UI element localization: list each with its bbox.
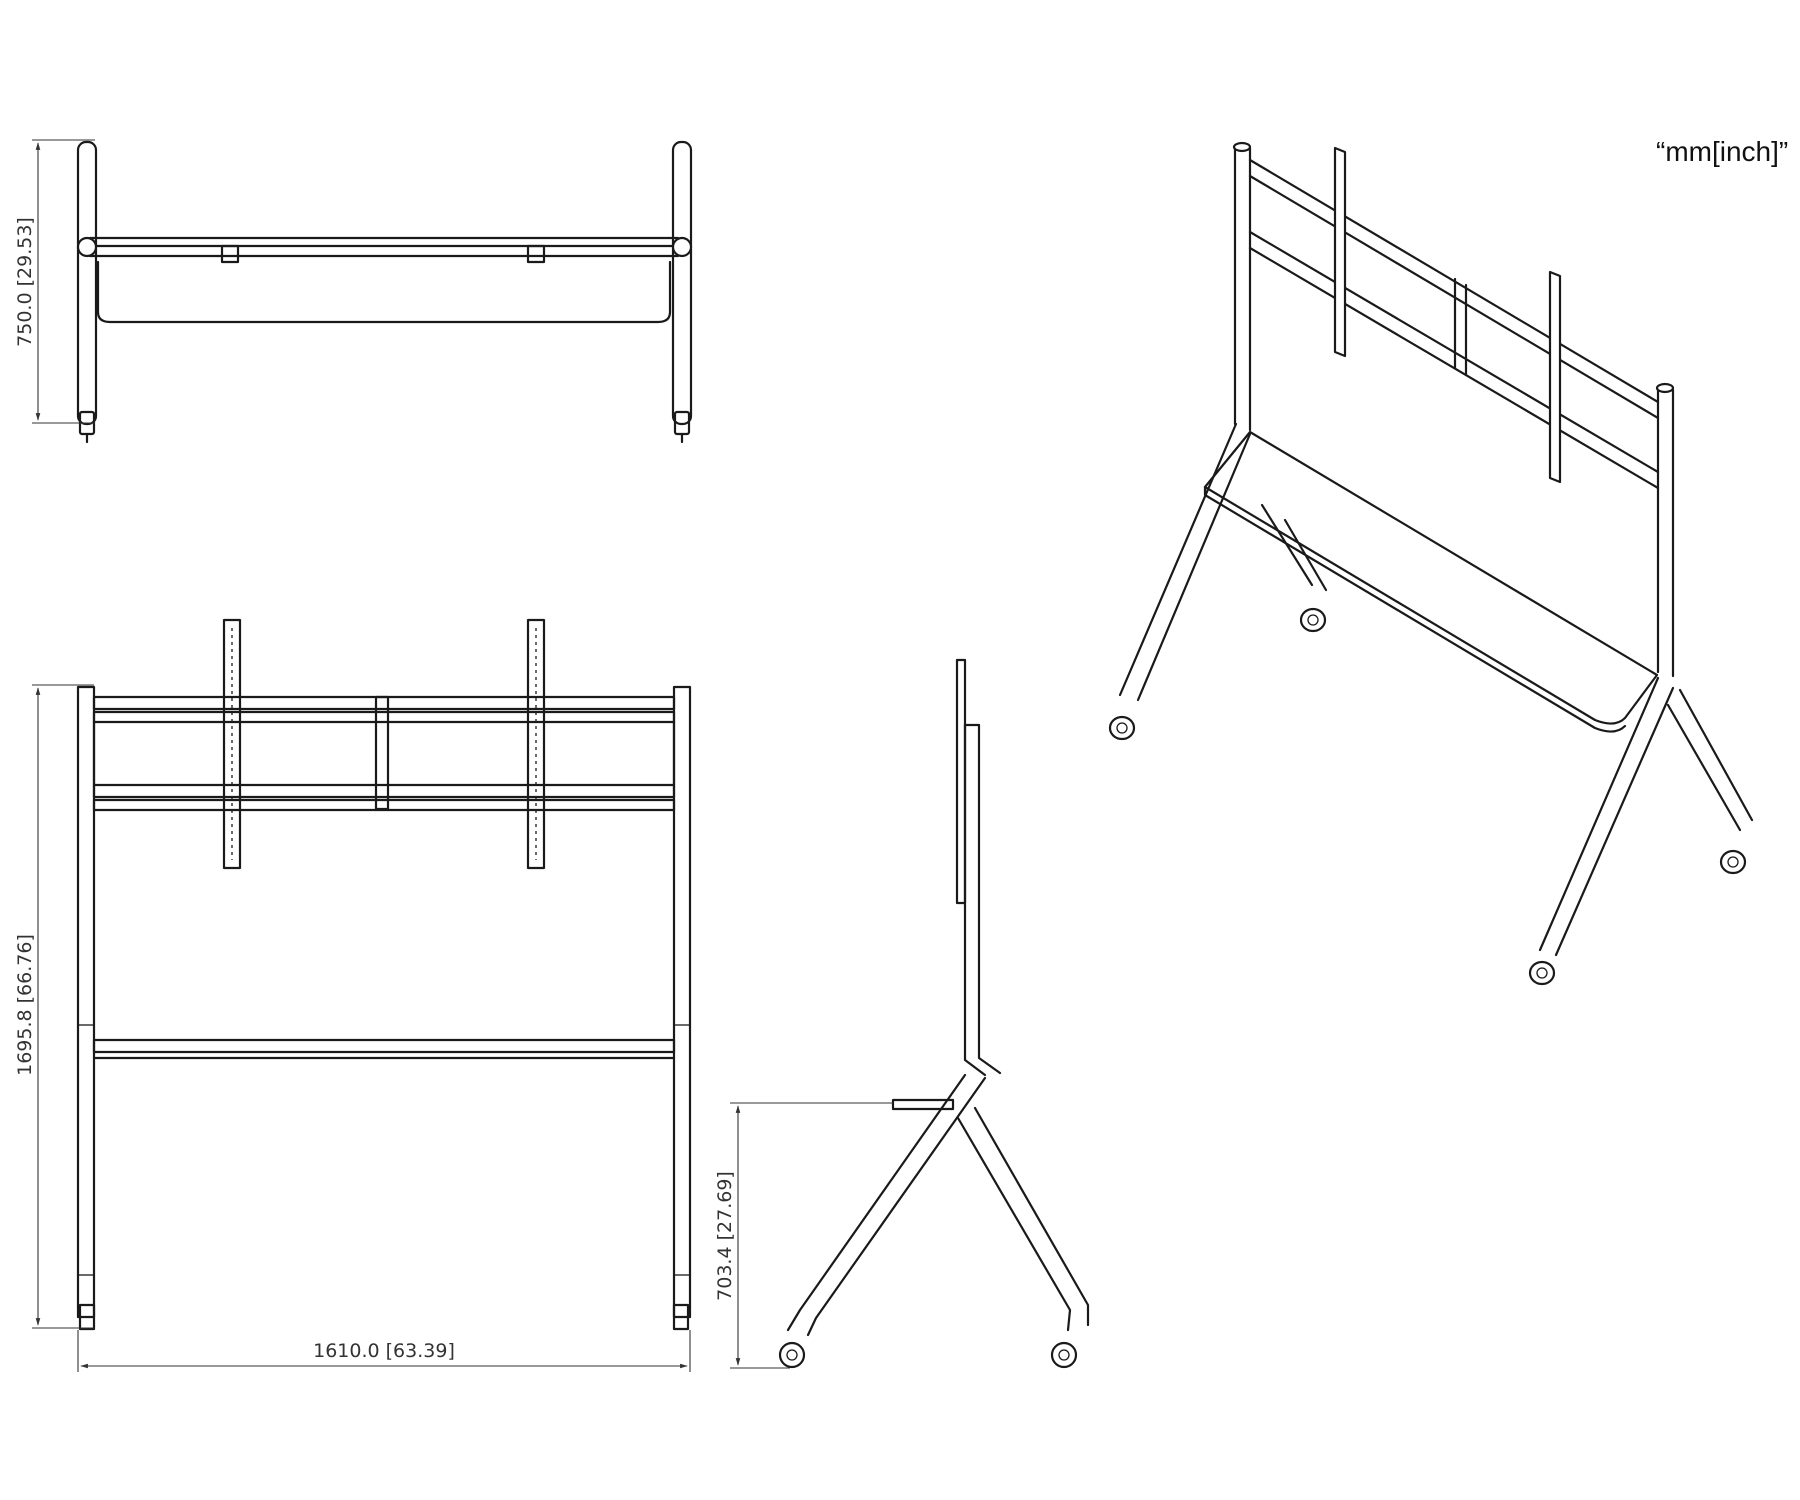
top-view: 750.0 [29.53]: [14, 139, 693, 444]
width-dimension-label: 1610.0 [63.39]: [313, 1340, 455, 1362]
front-view: 1695.8 [66.76] 1610.0 [63.39]: [14, 618, 692, 1372]
depth-dimension-label: 750.0 [29.53]: [14, 217, 36, 347]
side-view: 703.4 [27.69]: [714, 658, 1090, 1369]
height-dimension-label: 1695.8 [66.76]: [14, 934, 36, 1076]
isometric-view: [1108, 141, 1754, 986]
shelf-height-dimension-label: 703.4 [27.69]: [714, 1171, 736, 1301]
units-label: “mm[inch]”: [1656, 136, 1789, 167]
